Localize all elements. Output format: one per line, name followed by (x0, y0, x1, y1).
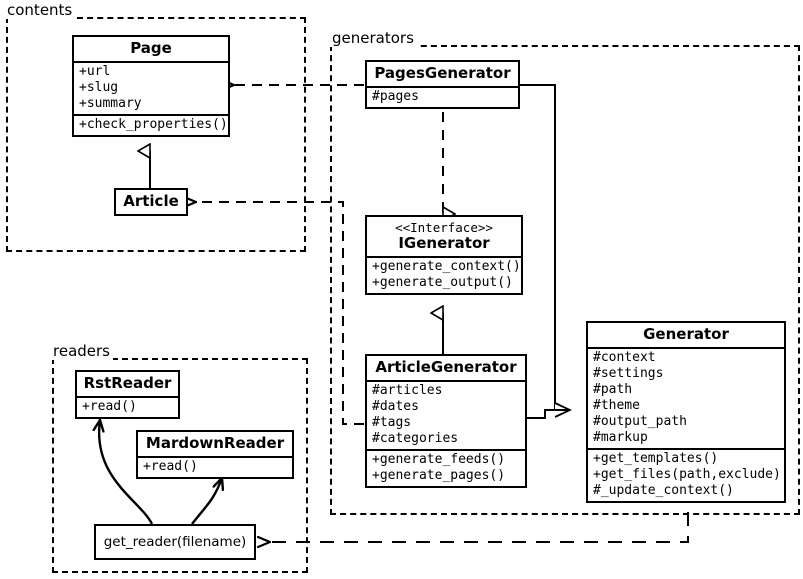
method: #_update_context() (593, 483, 734, 498)
rel-articlegenerator-extends-generator (527, 409, 570, 419)
method: +check_properties() (79, 117, 228, 132)
class-igenerator-name: IGenerator (398, 234, 490, 252)
class-articlegenerator-attributes: #articles #dates #tags #categories (367, 380, 525, 449)
rel-generator-to-getreader (270, 512, 689, 542)
class-igenerator-methods: +generate_context() +generate_output() (367, 256, 521, 293)
method: +get_files(path,exclude) (593, 467, 781, 482)
class-articlegenerator-methods: +generate_feeds() +generate_pages() (367, 449, 525, 486)
class-page[interactable]: Page +url +slug +summary +check_properti… (72, 35, 230, 137)
class-rstreader-methods: +read() (77, 396, 178, 417)
class-pagesgenerator[interactable]: PagesGenerator #pages (365, 60, 520, 109)
method: +generate_pages() (372, 468, 506, 483)
attribute: #articles (372, 383, 443, 398)
class-igenerator-stereotype: <<Interface>> (395, 220, 493, 235)
class-page-name: Page (130, 39, 172, 57)
package-contents (6, 17, 306, 252)
method: +generate_output() (372, 275, 513, 290)
attribute: #categories (372, 431, 459, 446)
attribute: #context (593, 350, 656, 365)
class-mardownreader-name: MardownReader (145, 434, 285, 452)
rel-getreader-to-mardownreader (191, 478, 222, 525)
class-igenerator[interactable]: <<Interface>> IGenerator +generate_conte… (365, 215, 523, 295)
attribute: #theme (593, 398, 640, 413)
method: +generate_feeds() (372, 452, 506, 467)
class-article[interactable]: Article (114, 188, 188, 216)
package-generators (330, 45, 800, 515)
class-articlegenerator[interactable]: ArticleGenerator #articles #dates #tags … (365, 354, 527, 488)
class-generator[interactable]: Generator #context #settings #path #them… (586, 321, 786, 503)
class-pagesgenerator-name: PagesGenerator (374, 64, 511, 82)
class-mardownreader[interactable]: MardownReader +read() (136, 430, 294, 479)
attribute: #pages (372, 89, 419, 104)
attribute: +slug (79, 80, 119, 95)
method: +generate_context() (372, 259, 521, 274)
class-pagesgenerator-attributes: #pages (367, 86, 518, 107)
class-article-name: Article (123, 192, 179, 210)
attribute: #settings (593, 366, 664, 381)
class-rstreader[interactable]: RstReader +read() (75, 370, 180, 419)
class-rstreader-name: RstReader (83, 374, 172, 392)
method: +read() (143, 459, 198, 474)
class-mardownreader-methods: +read() (138, 456, 292, 477)
attribute: +summary (79, 96, 142, 111)
attribute: #markup (593, 430, 648, 445)
class-page-methods: +check_properties() (74, 114, 228, 135)
class-generator-name: Generator (643, 325, 729, 343)
package-generators-label: generators (329, 30, 417, 47)
method: +read() (82, 399, 137, 414)
attribute: +url (79, 64, 111, 79)
attribute: #dates (372, 399, 419, 414)
attribute: #output_path (593, 414, 687, 429)
function-get-reader-label: get_reader(filename) (103, 534, 247, 550)
method: +get_templates() (593, 451, 719, 466)
package-readers-label: readers (50, 343, 113, 360)
package-contents-label: contents (4, 2, 76, 19)
class-generator-methods: +get_templates() +get_files(path,exclude… (588, 448, 784, 501)
function-get-reader[interactable]: get_reader(filename) (94, 524, 256, 560)
class-page-attributes: +url +slug +summary (74, 61, 228, 114)
package-readers (52, 358, 308, 573)
class-generator-attributes: #context #settings #path #theme #output_… (588, 347, 784, 448)
class-articlegenerator-name: ArticleGenerator (375, 358, 517, 376)
rel-getreader-to-rstreader (99, 420, 154, 525)
attribute: #path (593, 382, 633, 397)
attribute: #tags (372, 415, 412, 430)
